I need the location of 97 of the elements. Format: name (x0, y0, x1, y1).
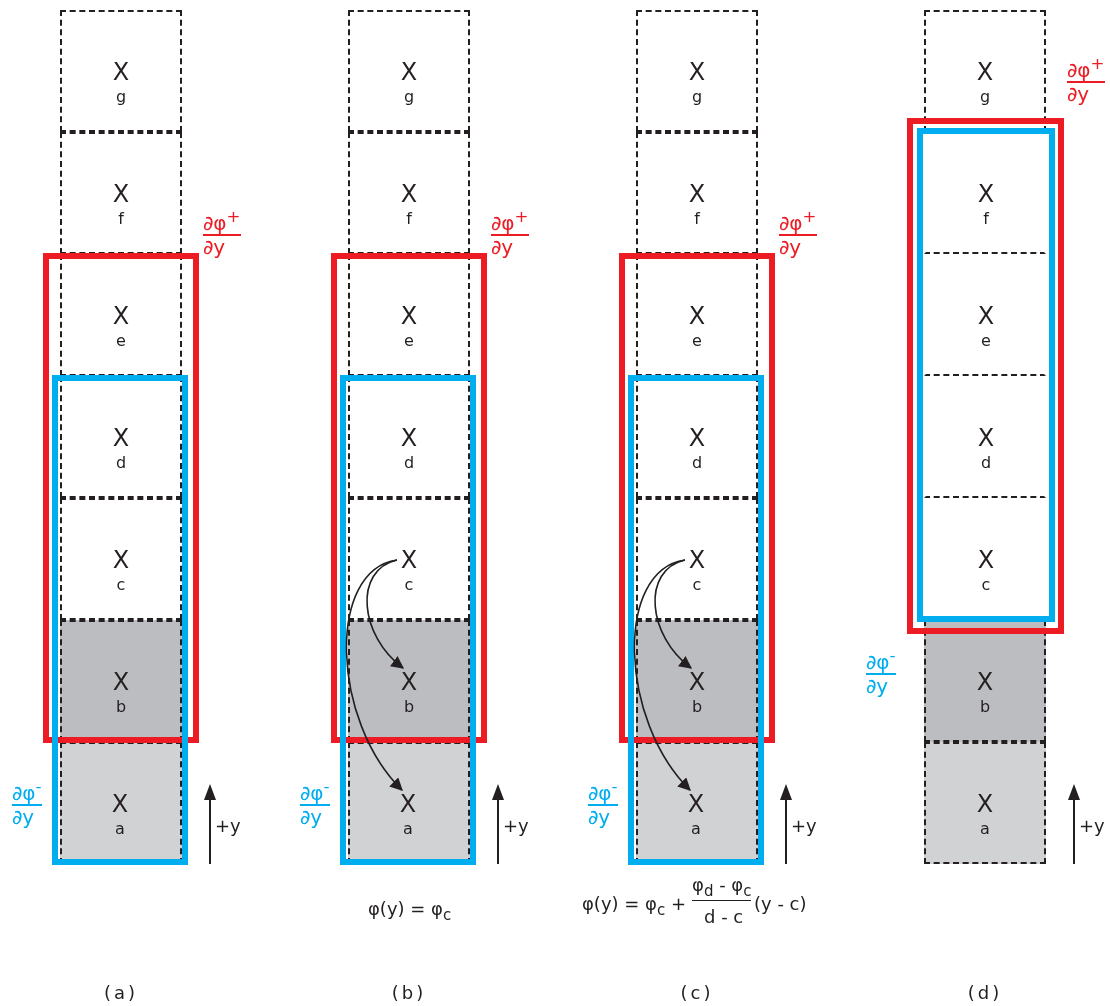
grid-point-label: c (691, 574, 703, 596)
fraction-denominator: ∂y (866, 674, 889, 697)
grid-point-symbol: X (687, 546, 707, 574)
fraction-denominator: ∂y (300, 805, 323, 828)
grid-point-symbol: X (399, 546, 419, 574)
grid-point-label: e (115, 330, 127, 352)
formula-text: φ(y) = φ$_{c}$ + (582, 893, 687, 919)
grid-point-symbol: X (399, 668, 419, 696)
curved-arrow (366, 559, 404, 669)
grid-point-symbol: X (399, 58, 419, 86)
grid-point-label: c (980, 574, 992, 596)
grid-point-symbol: X (399, 180, 419, 208)
grid-point-label: b (690, 696, 704, 718)
fraction-denominator: d - c (704, 906, 744, 927)
grid-point-label: e (403, 330, 415, 352)
axis-label: +y (503, 815, 529, 836)
fraction-numerator: φ$_{d}$ - φ$_{c}$ (692, 874, 752, 901)
grid-point-label: f (117, 208, 126, 230)
grid-point-symbol: X (976, 546, 996, 574)
grid-point-label: f (693, 208, 702, 230)
grid-point-symbol: X (687, 424, 707, 452)
grid-point-symbol: X (975, 790, 995, 818)
grid-point-label: a (690, 818, 702, 840)
fraction-denominator: ∂y (1067, 82, 1090, 105)
grid-point-label: e (980, 330, 992, 352)
fraction-numerator: ∂φ$^{+}$ (779, 206, 817, 236)
panel-caption: (a) (102, 982, 140, 1003)
grid-point-symbol: X (975, 58, 995, 86)
grid-point-label: a (402, 818, 414, 840)
grid-point-symbol: X (976, 424, 996, 452)
grid-point-symbol: X (111, 58, 131, 86)
grid-point-symbol: X (110, 790, 130, 818)
grid-point-symbol: X (111, 302, 131, 330)
fraction-denominator: ∂y (491, 235, 514, 258)
fraction-denominator: ∂y (203, 235, 226, 258)
grid-point-label: g (978, 86, 992, 108)
grid-point-symbol: X (111, 180, 131, 208)
grid-point-label: b (402, 696, 416, 718)
formula-text: φ(y) = φ$_{c}$ (368, 898, 452, 924)
panel-caption: (d) (966, 982, 1004, 1003)
fraction-denominator: ∂y (12, 805, 35, 828)
grid-point-label: d (402, 452, 416, 474)
grid-point-symbol: X (975, 668, 995, 696)
axis-label: +y (1079, 815, 1105, 836)
grid-point-label: c (403, 574, 415, 596)
grid-point-label: g (690, 86, 704, 108)
grid-point-symbol: X (687, 180, 707, 208)
panel-caption: (b) (390, 982, 428, 1003)
fraction-numerator: ∂φ$^{-}$ (300, 776, 330, 806)
grid-point-symbol: X (399, 424, 419, 452)
grid-point-symbol: X (398, 790, 418, 818)
grid-point-label: d (979, 452, 993, 474)
fraction-numerator: ∂φ$^{+}$ (203, 206, 241, 236)
fraction-numerator: ∂φ$^{-}$ (588, 776, 618, 806)
fraction-numerator: ∂φ$^{+}$ (1067, 53, 1105, 83)
formula-text: (y - c) (754, 893, 807, 914)
grid-point-label: e (691, 330, 703, 352)
fraction-numerator: ∂φ$^{+}$ (491, 206, 529, 236)
grid-point-label: d (690, 452, 704, 474)
grid-point-symbol: X (686, 790, 706, 818)
grid-point-symbol: X (111, 668, 131, 696)
panel-caption: (c) (679, 982, 715, 1003)
fraction-denominator: ∂y (588, 805, 611, 828)
grid-point-label: g (114, 86, 128, 108)
grid-point-symbol: X (687, 58, 707, 86)
grid-point-symbol: X (687, 668, 707, 696)
grid-point-symbol: X (687, 302, 707, 330)
stencil-box (619, 253, 775, 743)
stencil-box (43, 253, 199, 743)
fraction-denominator: ∂y (779, 235, 802, 258)
grid-point-label: d (114, 452, 128, 474)
curved-arrow (654, 559, 692, 669)
grid-point-label: a (114, 818, 126, 840)
stencil-box (907, 118, 1064, 634)
curved-arrow (345, 559, 403, 791)
fraction-numerator: ∂φ$^{-}$ (866, 645, 896, 675)
grid-point-label: b (114, 696, 128, 718)
grid-point-symbol: X (976, 302, 996, 330)
stencil-box (52, 375, 188, 865)
grid-point-symbol: X (976, 180, 996, 208)
fraction-numerator: ∂φ$^{-}$ (12, 776, 42, 806)
grid-point-label: b (978, 696, 992, 718)
curved-arrow (633, 559, 691, 791)
grid-point-label: a (979, 818, 991, 840)
grid-point-symbol: X (399, 302, 419, 330)
grid-point-symbol: X (111, 424, 131, 452)
grid-point-label: f (982, 208, 991, 230)
grid-point-label: c (115, 574, 127, 596)
axis-label: +y (791, 815, 817, 836)
grid-point-label: f (405, 208, 414, 230)
stencil-box (628, 375, 764, 865)
axis-label: +y (215, 815, 241, 836)
stencil-box (331, 253, 487, 743)
grid-point-label: g (402, 86, 416, 108)
stencil-box (340, 375, 476, 865)
grid-point-symbol: X (111, 546, 131, 574)
stencil-box (917, 128, 1055, 622)
